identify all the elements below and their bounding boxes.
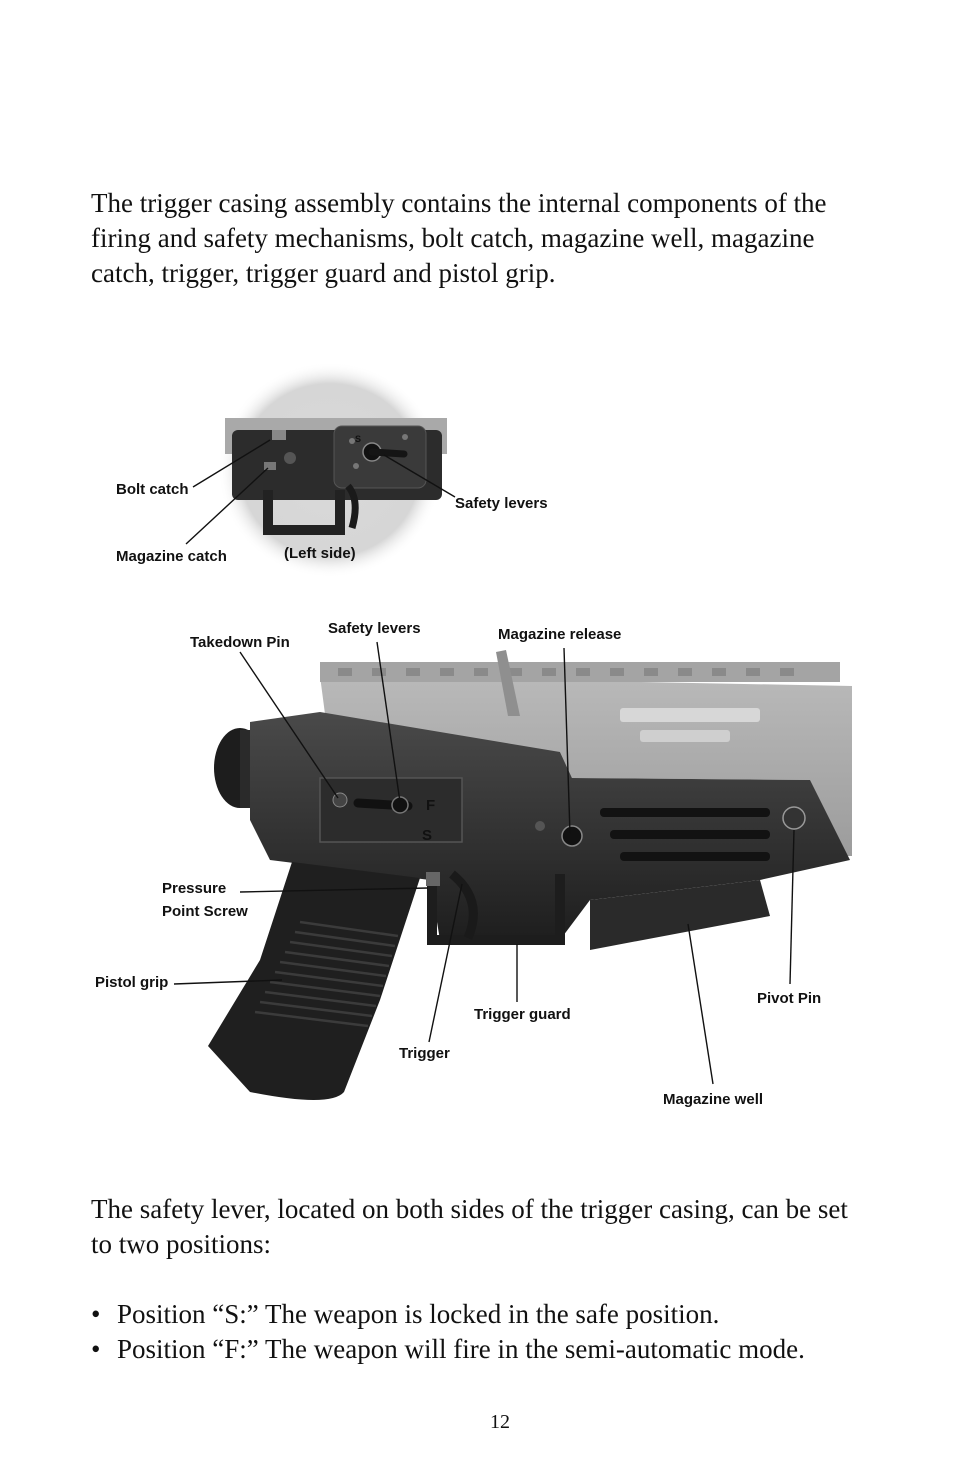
rifle-illustration: F S <box>208 650 852 1100</box>
list-item: Position “S:” The weapon is locked in th… <box>91 1297 891 1332</box>
label-takedown-pin: Takedown Pin <box>190 634 290 651</box>
label-left-side: (Left side) <box>284 545 356 562</box>
label-magazine-well: Magazine well <box>663 1091 763 1108</box>
page-number: 12 <box>490 1411 510 1433</box>
inset-mark-s: S <box>355 434 361 444</box>
label-pressure-line2: Point Screw <box>162 903 248 920</box>
label-inset-safety-levers: Safety levers <box>455 495 548 512</box>
main-mark-s: S <box>422 827 432 844</box>
label-pivot-pin: Pivot Pin <box>757 990 821 1007</box>
label-safety-levers: Safety levers <box>328 620 421 637</box>
label-trigger: Trigger <box>399 1045 450 1062</box>
label-trigger-guard: Trigger guard <box>474 1006 571 1023</box>
label-bolt-catch: Bolt catch <box>116 481 189 498</box>
safety-positions-list: Position “S:” The weapon is locked in th… <box>91 1297 891 1367</box>
safety-paragraph: The safety lever, located on both sides … <box>91 1194 848 1259</box>
main-mark-f: F <box>426 797 435 814</box>
label-pressure-line1: Pressure <box>162 880 226 897</box>
label-pistol-grip: Pistol grip <box>95 974 168 991</box>
list-item: Position “F:” The weapon will fire in th… <box>91 1332 891 1367</box>
intro-paragraph: The trigger casing assembly contains the… <box>91 188 827 288</box>
label-magazine-catch: Magazine catch <box>116 548 227 565</box>
left-side-inset: S <box>218 362 447 578</box>
label-magazine-release: Magazine release <box>498 626 621 643</box>
